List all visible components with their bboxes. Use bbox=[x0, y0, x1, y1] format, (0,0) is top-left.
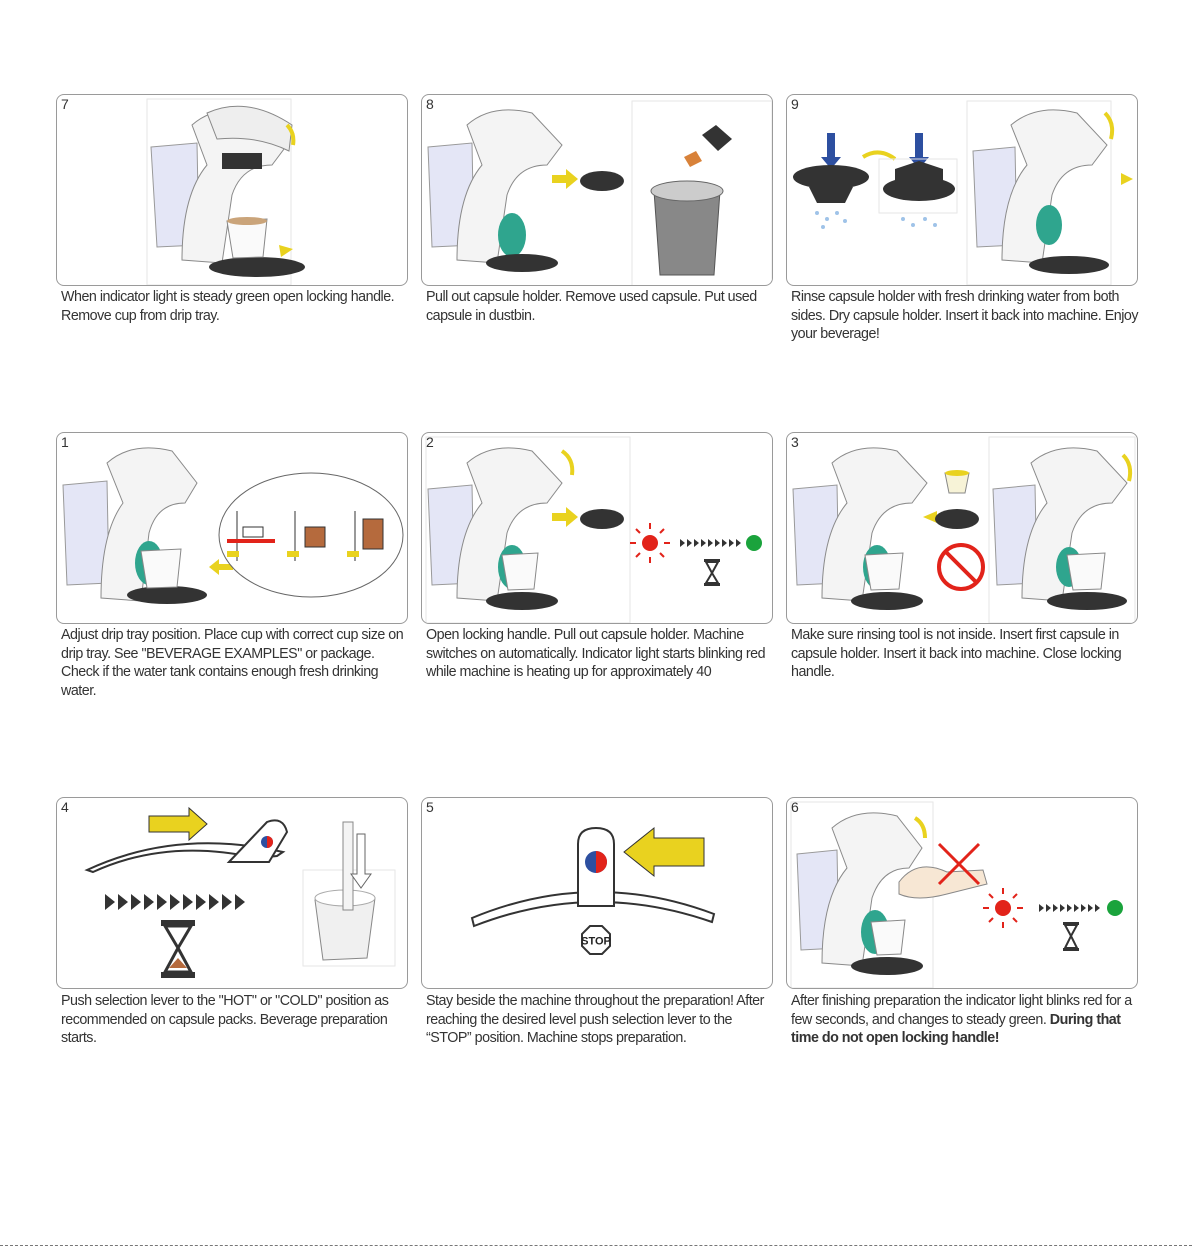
blue-arrow-icon bbox=[821, 133, 841, 169]
step-1-illustration bbox=[57, 433, 408, 624]
arrow-icon bbox=[552, 169, 578, 189]
arrow-icon bbox=[552, 507, 578, 527]
capsule-icon bbox=[684, 151, 702, 167]
arrow-icon bbox=[149, 808, 207, 840]
step-9-caption: Rinse capsule holder with fresh drinking… bbox=[791, 288, 1143, 344]
step-5-panel: 5 STOP bbox=[421, 797, 773, 989]
red-light-icon bbox=[642, 535, 658, 551]
dustbin-icon bbox=[654, 191, 720, 275]
arrow-icon bbox=[624, 828, 704, 876]
selection-lever-icon bbox=[498, 213, 526, 257]
step-6-caption: After finishing preparation the indicato… bbox=[791, 992, 1143, 1048]
step-4-panel: 4 bbox=[56, 797, 408, 989]
step-3-panel: 3 bbox=[786, 432, 1138, 624]
step-7-illustration bbox=[57, 95, 408, 286]
hourglass-icon bbox=[704, 559, 720, 586]
step-2-illustration bbox=[422, 433, 773, 624]
step-4-caption: Push selection lever to the "HOT" or "CO… bbox=[61, 992, 413, 1048]
green-light-icon bbox=[1107, 900, 1123, 916]
arrow-icon bbox=[923, 511, 937, 523]
arrow-icon bbox=[1123, 455, 1130, 481]
hourglass-icon bbox=[161, 920, 195, 978]
capsule-holder-icon bbox=[580, 171, 624, 191]
arrow-icon bbox=[863, 152, 895, 159]
step-5-illustration: STOP bbox=[422, 798, 773, 989]
step-8-caption: Pull out capsule holder. Remove used cap… bbox=[426, 288, 778, 325]
hand-icon bbox=[899, 867, 987, 898]
arrow-icon bbox=[1121, 173, 1133, 185]
step-7-panel: 7 bbox=[56, 94, 408, 286]
step-3-caption: Make sure rinsing tool is not inside. In… bbox=[791, 626, 1143, 682]
step-2-caption: Open locking handle. Pull out capsule ho… bbox=[426, 626, 778, 682]
arrow-icon bbox=[915, 818, 925, 838]
step-7-caption: When indicator light is steady green ope… bbox=[61, 288, 413, 325]
capsule-holder-icon bbox=[935, 509, 979, 529]
step-3-illustration bbox=[787, 433, 1138, 624]
step-9-panel: 9 bbox=[786, 94, 1138, 286]
stop-label: STOP bbox=[581, 936, 611, 948]
red-light-icon bbox=[995, 900, 1011, 916]
green-light-icon bbox=[746, 535, 762, 551]
step-4-illustration bbox=[57, 798, 408, 989]
arrow-icon bbox=[562, 451, 572, 475]
step-6-illustration bbox=[787, 798, 1138, 989]
step-8-illustration bbox=[422, 95, 773, 286]
hourglass-icon bbox=[1063, 922, 1079, 951]
capsule-holder-icon bbox=[580, 509, 624, 529]
step-1-panel: 1 bbox=[56, 432, 408, 624]
step-6-panel: 6 bbox=[786, 797, 1138, 989]
step-9-illustration bbox=[787, 95, 1138, 286]
step-8-panel: 8 bbox=[421, 94, 773, 286]
page-footer-divider bbox=[0, 1245, 1192, 1246]
step-5-caption: Stay beside the machine throughout the p… bbox=[426, 992, 778, 1048]
step-1-caption: Adjust drip tray position. Place cup wit… bbox=[61, 626, 413, 700]
step-2-panel: 2 bbox=[421, 432, 773, 624]
